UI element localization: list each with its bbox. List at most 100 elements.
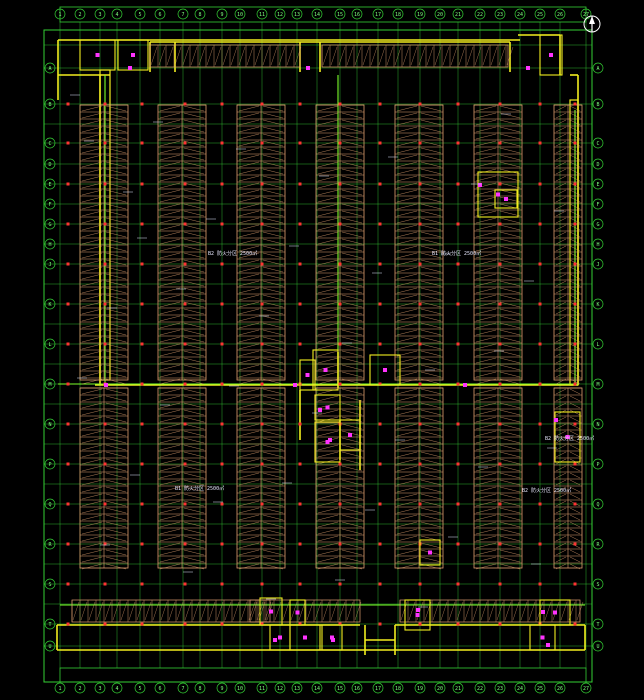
parking-stall-hatch <box>499 409 521 416</box>
structural-column <box>66 262 70 266</box>
parking-stall-hatch <box>420 336 442 343</box>
parking-stall-hatch <box>499 528 521 535</box>
parking-stall-hatch <box>294 46 302 66</box>
structural-column <box>66 302 70 306</box>
parking-stall-hatch <box>159 329 181 336</box>
parking-stall-hatch <box>499 378 521 385</box>
parking-stall-hatch <box>190 46 198 66</box>
parking-stall-hatch <box>475 301 497 308</box>
parking-stall-hatch <box>238 231 260 238</box>
axis-bubble <box>134 682 146 694</box>
structural-column <box>538 342 542 346</box>
axis-bubble <box>44 198 56 210</box>
parking-stall-hatch <box>475 238 497 245</box>
parking-stall-hatch <box>81 486 103 493</box>
axis-label: 26 <box>557 686 563 692</box>
parking-stall-hatch <box>96 601 104 621</box>
parking-stall-hatch <box>475 266 497 273</box>
structural-column <box>418 102 422 106</box>
structural-column <box>498 582 502 586</box>
structural-column <box>378 262 382 266</box>
parking-stall-hatch <box>499 371 521 378</box>
parking-stall-hatch <box>262 528 284 535</box>
parking-stall-hatch <box>262 549 284 556</box>
parking-stall-hatch <box>81 542 103 549</box>
parking-stall-hatch <box>81 336 103 343</box>
parking-stall-hatch <box>238 133 260 140</box>
parking-stall-hatch <box>159 409 181 416</box>
parking-stall-hatch <box>569 444 581 451</box>
parking-stall-hatch <box>555 161 567 168</box>
parking-stall-hatch <box>555 549 567 556</box>
parking-stall-hatch <box>238 542 260 549</box>
parking-stall-hatch <box>262 238 284 245</box>
parking-stall-hatch <box>105 423 127 430</box>
structural-column <box>66 462 70 466</box>
parking-stall-hatch <box>420 308 442 315</box>
parking-stall-hatch <box>482 46 490 66</box>
parking-stall-hatch <box>81 535 103 542</box>
parking-stall-hatch <box>105 308 127 315</box>
parking-stall-hatch <box>499 350 521 357</box>
parking-stall-hatch <box>105 343 127 350</box>
parking-stall-hatch <box>183 280 205 287</box>
parking-stall-hatch <box>159 535 181 542</box>
parking-stall-hatch <box>262 147 284 154</box>
parking-stall-hatch <box>105 280 127 287</box>
parking-stall-hatch <box>341 224 363 231</box>
parking-stall-hatch <box>238 416 260 423</box>
axis-bubble <box>372 682 384 694</box>
parking-stall-hatch <box>396 563 418 570</box>
parking-stall-hatch <box>396 259 418 266</box>
parking-stall-hatch <box>410 46 418 66</box>
structural-column <box>66 141 70 145</box>
parking-stall-hatch <box>183 105 205 112</box>
structural-column <box>338 542 342 546</box>
parking-stall-hatch <box>159 378 181 385</box>
parking-stall-hatch <box>346 601 354 621</box>
parking-stall-hatch <box>569 294 581 301</box>
parking-stall-hatch <box>341 119 363 126</box>
parking-stall-hatch <box>569 402 581 409</box>
room-tag-marker <box>428 550 432 555</box>
parking-stall-hatch <box>499 479 521 486</box>
parking-stall-hatch <box>81 133 103 140</box>
parking-stall-hatch <box>569 378 581 385</box>
parking-stall-hatch <box>317 371 339 378</box>
axis-label: 20 <box>437 12 443 18</box>
parking-stall-hatch <box>183 444 205 451</box>
axis-label: D <box>48 162 51 168</box>
parking-stall-hatch <box>317 161 339 168</box>
parking-stall-hatch <box>341 245 363 252</box>
parking-stall-hatch <box>498 46 506 66</box>
parking-stall-hatch <box>183 322 205 329</box>
parking-stall-hatch <box>105 252 127 259</box>
parking-stall-hatch <box>499 416 521 423</box>
fire-equipment-marker <box>306 66 310 70</box>
parking-stall-hatch <box>317 444 339 451</box>
axis-bubble <box>592 238 604 250</box>
parking-stall-hatch <box>341 402 363 409</box>
parking-stall-hatch <box>396 252 418 259</box>
parking-stall-hatch <box>520 601 528 621</box>
axis-bubble <box>514 682 526 694</box>
parking-stall-hatch <box>569 350 581 357</box>
parking-stall-hatch <box>81 308 103 315</box>
parking-stall-hatch <box>420 217 442 224</box>
parking-stall-hatch <box>105 175 127 182</box>
parking-stall-hatch <box>159 507 181 514</box>
parking-stall-hatch <box>475 542 497 549</box>
structural-column <box>260 141 264 145</box>
parking-stall-hatch <box>262 294 284 301</box>
parking-stall-hatch <box>480 601 488 621</box>
structural-column <box>573 262 577 266</box>
structural-column <box>140 182 144 186</box>
parking-stall-hatch <box>475 119 497 126</box>
parking-stall-hatch <box>475 535 497 542</box>
parking-stall-hatch <box>238 409 260 416</box>
parking-stall-hatch <box>420 196 442 203</box>
parking-stall-hatch <box>183 416 205 423</box>
parking-stall-hatch <box>183 472 205 479</box>
parking-stall-hatch <box>183 245 205 252</box>
